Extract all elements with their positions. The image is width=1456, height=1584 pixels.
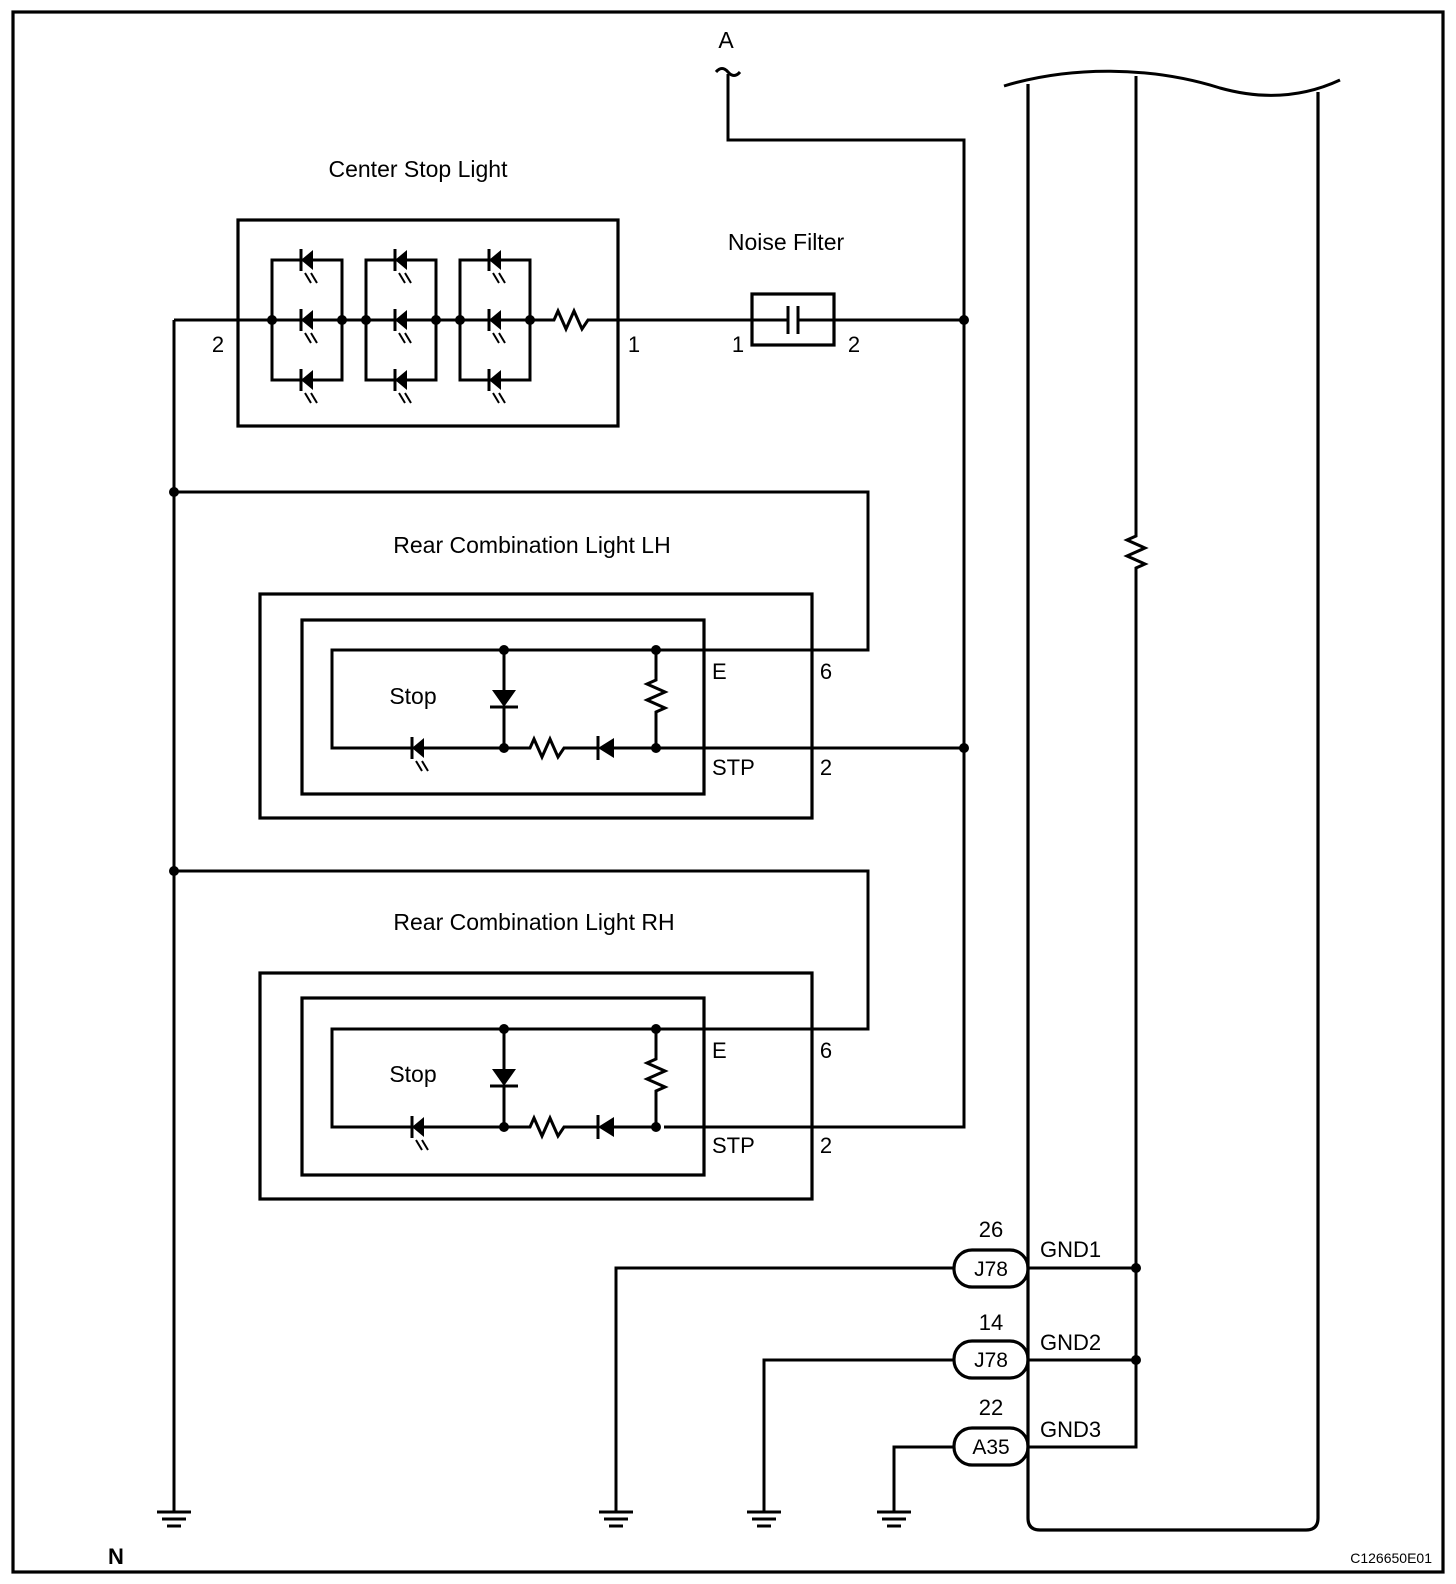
rear-rh-e-label: E xyxy=(712,1038,727,1063)
left-ground-icon xyxy=(155,1510,193,1528)
rear-lh-outer-box xyxy=(258,592,814,820)
rear-rh-ground-wire xyxy=(174,869,870,1031)
ecu-body-cut-line xyxy=(1003,69,1341,97)
gnd3-connector-id: A35 xyxy=(972,1436,1009,1459)
rear-rh-inner-box xyxy=(300,996,706,1177)
led-icon xyxy=(393,367,413,405)
feed-a-wire xyxy=(664,74,966,1129)
rear-rh-stop-label: Stop xyxy=(389,1061,436,1087)
rear-rh-outer-box xyxy=(258,971,814,1201)
led-icon xyxy=(299,307,319,345)
center-stop-light-box xyxy=(236,218,620,428)
rear-lh-title: Rear Combination Light LH xyxy=(393,532,670,558)
led-icon xyxy=(299,247,319,285)
center-stop-light-title: Center Stop Light xyxy=(328,156,508,182)
gnd2-connector-id: J78 xyxy=(974,1349,1008,1372)
ground-icon xyxy=(597,1510,635,1528)
center-pin-left: 2 xyxy=(212,332,224,357)
rear-lh-stop-label: Stop xyxy=(389,683,436,709)
feed-a-break-symbol xyxy=(714,67,742,77)
bottom-left-label: N xyxy=(108,1544,124,1569)
gnd1-pin-number: 26 xyxy=(979,1217,1003,1242)
ground-icon xyxy=(875,1510,913,1528)
ground-connector-gnd1: J78 26 GND1 xyxy=(597,1217,1101,1528)
led-icon xyxy=(410,735,430,773)
rear-rh-e-pin: 6 xyxy=(820,1038,832,1063)
rear-rh-stp-pin: 2 xyxy=(820,1133,832,1158)
rear-lh-inner-box xyxy=(300,618,706,796)
gnd3-terminal-label: GND3 xyxy=(1040,1417,1101,1442)
gnd3-pin-number: 22 xyxy=(979,1395,1003,1420)
led-icon xyxy=(410,1114,430,1152)
noise-filter-title: Noise Filter xyxy=(728,229,845,255)
rear-rh-stp-label: STP xyxy=(712,1133,755,1158)
rear-rh-title: Rear Combination Light RH xyxy=(393,909,674,935)
rear-lh-ground-wire xyxy=(174,490,870,652)
ground-connector-gnd3: A35 22 GND3 xyxy=(875,1395,1101,1528)
center-pin-right: 1 xyxy=(628,332,640,357)
led-icon xyxy=(393,247,413,285)
gnd2-terminal-label: GND2 xyxy=(1040,1330,1101,1355)
ground-connector-gnd2: J78 14 GND2 xyxy=(745,1310,1101,1528)
gnd1-terminal-label: GND1 xyxy=(1040,1237,1101,1262)
rear-lh-e-label: E xyxy=(712,659,727,684)
feed-a-label: A xyxy=(718,27,734,53)
rear-rh-circuit xyxy=(330,1024,669,1152)
rear-lh-circuit xyxy=(330,645,964,773)
led-icon xyxy=(299,367,319,405)
center-stop-light-circuit xyxy=(174,247,772,405)
led-icon xyxy=(487,367,507,405)
led-icon xyxy=(393,307,413,345)
filter-pin-left: 1 xyxy=(732,332,744,357)
filter-pin-right: 2 xyxy=(848,332,860,357)
ecu-internal-resistor xyxy=(1028,76,1149,1449)
rear-lh-stp-label: STP xyxy=(712,755,755,780)
gnd2-pin-number: 14 xyxy=(979,1310,1003,1335)
gnd1-connector-id: J78 xyxy=(974,1258,1008,1281)
rear-lh-stp-pin: 2 xyxy=(820,755,832,780)
noise-filter-capacitor-icon xyxy=(750,292,964,347)
rear-lh-e-pin: 6 xyxy=(820,659,832,684)
diagram-frame xyxy=(11,10,1445,1574)
ground-icon xyxy=(745,1510,783,1528)
figure-code: C126650E01 xyxy=(1350,1550,1432,1566)
ecu-body-outline xyxy=(1026,84,1320,1532)
led-icon xyxy=(487,307,507,345)
led-icon xyxy=(487,247,507,285)
